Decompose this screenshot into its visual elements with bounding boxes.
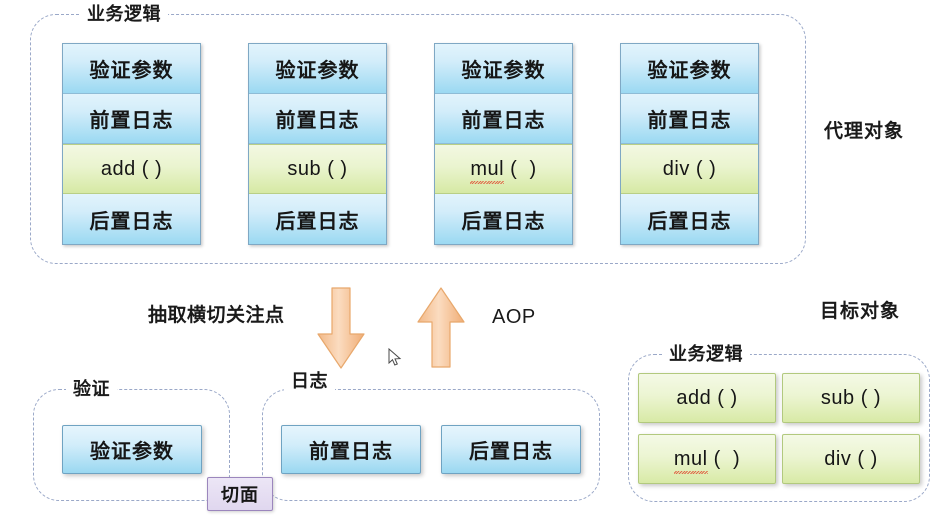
cell-before-log: 前置日志 [63,94,200,144]
cell-validate-params: 验证参数 [249,44,386,94]
aspect-chip: 切面 [207,477,273,511]
before-log-box: 前置日志 [281,425,421,474]
validation-group-label: 验证 [66,379,117,399]
down-arrow-icon [317,287,365,369]
cell-method-sub: sub ( ) [249,144,386,194]
cell-validate-params: 验证参数 [435,44,572,94]
cell-before-log: 前置日志 [435,94,572,144]
up-arrow-icon [417,287,465,368]
log-group [262,389,600,501]
cell-before-log: 前置日志 [249,94,386,144]
validation-group [33,389,230,501]
proxy-object-label: 代理对象 [824,121,905,142]
extract-concerns-label: 抽取横切关注点 [148,305,285,326]
cell-after-log: 后置日志 [63,194,200,244]
cell-after-log: 后置日志 [249,194,386,244]
target-object-group [628,354,930,502]
proxy-column-div: 验证参数 前置日志 div ( ) 后置日志 [620,43,759,245]
misspelled-word-mul: mul [673,447,708,474]
cell-method-add: add ( ) [63,144,200,194]
proxy-object-group [30,14,806,264]
aop-label: AOP [492,306,536,328]
cell-before-log: 前置日志 [621,94,758,144]
target-method-sub: sub ( ) [782,373,920,423]
cell-after-log: 后置日志 [435,194,572,244]
mouse-cursor-icon [388,348,402,366]
proxy-column-add: 验证参数 前置日志 add ( ) 后置日志 [62,43,201,245]
proxy-object-group-label: 业务逻辑 [80,4,168,24]
misspelled-word-mul: mul [470,157,505,184]
target-method-add: add ( ) [638,373,776,423]
cell-method-mul: mul ( ) [435,144,572,194]
log-group-label: 日志 [284,371,335,391]
after-log-box: 后置日志 [441,425,581,474]
target-business-logic-label: 业务逻辑 [662,344,750,364]
cell-after-log: 后置日志 [621,194,758,244]
target-method-mul: mul ( ) [638,434,776,484]
proxy-column-mul: 验证参数 前置日志 mul ( ) 后置日志 [434,43,573,245]
target-object-label: 目标对象 [820,301,901,322]
cell-validate-params: 验证参数 [63,44,200,94]
cell-method-div: div ( ) [621,144,758,194]
target-method-div: div ( ) [782,434,920,484]
proxy-column-sub: 验证参数 前置日志 sub ( ) 后置日志 [248,43,387,245]
method-parens-mul: ( ) [707,447,741,470]
cell-validate-params: 验证参数 [621,44,758,94]
validate-params-box: 验证参数 [62,425,202,474]
method-parens-mul: ( ) [504,157,537,180]
